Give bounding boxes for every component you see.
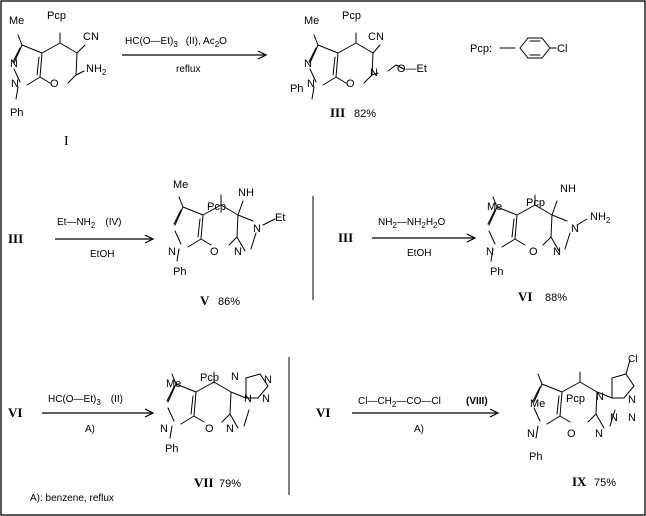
reaction-2-condition: EtOH — [90, 249, 114, 260]
atom-cl: Cl — [628, 354, 637, 365]
atom-n: N — [226, 423, 234, 435]
atom-n: N — [370, 67, 378, 79]
chlorophenyl-icon — [499, 37, 557, 59]
atom-et: Et — [275, 212, 285, 224]
atom-pcp: Pcp — [207, 201, 226, 213]
atom-n: N — [160, 423, 168, 435]
atom-pcp: Pcp — [200, 372, 219, 384]
atom-o: O — [346, 78, 355, 90]
compound-label-I: I — [64, 134, 69, 149]
compound-V-structure — [173, 194, 276, 262]
atom-me: Me — [173, 179, 188, 191]
atom-n: N — [307, 78, 315, 90]
reaction-4-reagent: HC(O—Et)3(II) — [48, 394, 123, 407]
atom-n: N — [553, 246, 561, 258]
atom-n: N — [486, 246, 494, 258]
start-compound-VI: VI — [8, 405, 22, 420]
atom-nh2: NH2 — [590, 211, 611, 225]
reaction-3-reagent: NH2—NH2H2O — [378, 217, 446, 230]
atom-n: N — [168, 246, 176, 258]
atom-n: N — [264, 374, 272, 386]
compound-yield-III: 82% — [354, 108, 376, 120]
atom-n: N — [11, 78, 19, 90]
atom-me: Me — [530, 398, 545, 410]
compound-VI-structure — [487, 194, 588, 262]
compound-I-structure — [12, 32, 86, 100]
atom-nh: NH — [560, 183, 576, 195]
arrowhead-icon — [257, 50, 268, 60]
compound-label-VI: VI — [518, 289, 532, 304]
atom-n: N — [610, 412, 618, 424]
atom-ph: Ph — [173, 266, 186, 278]
atom-n: N — [628, 412, 636, 424]
atom-o: O — [205, 423, 214, 435]
atom-pcp: Pcp — [566, 393, 585, 405]
atom-cn: CN — [83, 31, 99, 43]
reaction-3-condition: EtOH — [407, 248, 431, 259]
reaction-1-condition: reflux — [176, 64, 200, 75]
atom-n: N — [253, 223, 261, 235]
start-compound-III: III — [8, 231, 23, 246]
reaction-4-condition: A) — [85, 424, 95, 435]
reaction-2-reagent: Et—NH2(IV) — [57, 217, 121, 230]
compound-yield-V: 86% — [218, 296, 240, 308]
pcp-definition-label: Pcp: — [470, 43, 492, 55]
atom-o: O — [210, 246, 219, 258]
atom-pcp: Pcp — [526, 197, 545, 209]
compound-VII-structure — [166, 371, 269, 439]
atom-ph: Ph — [529, 451, 542, 463]
start-compound-III: III — [338, 230, 353, 245]
atom-cn: CN — [368, 31, 384, 43]
atom-n: N — [628, 394, 636, 406]
atom-n: N — [596, 391, 604, 403]
atom-n: N — [234, 246, 242, 258]
arrowhead-icon — [144, 234, 155, 244]
compound-label-IX: IX — [572, 474, 587, 489]
atom-ph: Ph — [10, 107, 23, 119]
atom-o-et: O—Et — [397, 63, 427, 75]
atom-n: N — [231, 371, 239, 383]
atom-me: Me — [166, 378, 181, 390]
atom-n: N — [527, 428, 535, 440]
compound-label-VII: VII — [194, 475, 214, 490]
atom-n: N — [595, 428, 603, 440]
footnote: A): benzene, reflux — [30, 493, 114, 504]
atom-o: O — [567, 428, 576, 440]
atom-me: Me — [9, 15, 24, 27]
atom-pcp: Pcp — [47, 10, 66, 22]
atom-n: N — [571, 223, 579, 235]
atom-nh2: NH2 — [86, 63, 107, 77]
atom-me: Me — [487, 201, 502, 213]
arrowhead-icon — [489, 408, 500, 418]
compound-yield-IX: 75% — [594, 477, 616, 489]
arrowhead-icon — [466, 233, 477, 243]
atom-o: O — [50, 78, 59, 90]
atom-cl: Cl — [557, 43, 567, 55]
atom-n: N — [10, 58, 18, 70]
compound-label-V: V — [200, 293, 210, 308]
reaction-5-reagent-label: (VIII) — [466, 396, 488, 407]
compound-label-III: III — [330, 105, 345, 120]
atom-me: Me — [304, 15, 319, 27]
atom-o: O — [529, 246, 538, 258]
atom-ph: Ph — [290, 83, 303, 95]
compound-yield-VI: 88% — [545, 292, 567, 304]
atom-ph: Ph — [165, 443, 178, 455]
reaction-1-reagent: HC(O—Et)3(II), Ac2O — [125, 36, 227, 49]
atom-n: N — [244, 393, 252, 405]
start-compound-VI: VI — [316, 405, 330, 420]
compound-IX-structure — [532, 359, 635, 439]
compound-III-structure — [308, 32, 405, 100]
compound-yield-VII: 79% — [219, 478, 241, 490]
atom-n: N — [304, 58, 312, 70]
atom-pcp: Pcp — [342, 10, 361, 22]
arrowhead-icon — [144, 408, 155, 418]
atom-ph: Ph — [490, 266, 503, 278]
reaction-5-reagent: Cl—CH2—CO—Cl — [358, 396, 441, 409]
atom-n: N — [262, 393, 270, 405]
reaction-5-condition: A) — [414, 424, 424, 435]
atom-nh: NH — [238, 187, 254, 199]
